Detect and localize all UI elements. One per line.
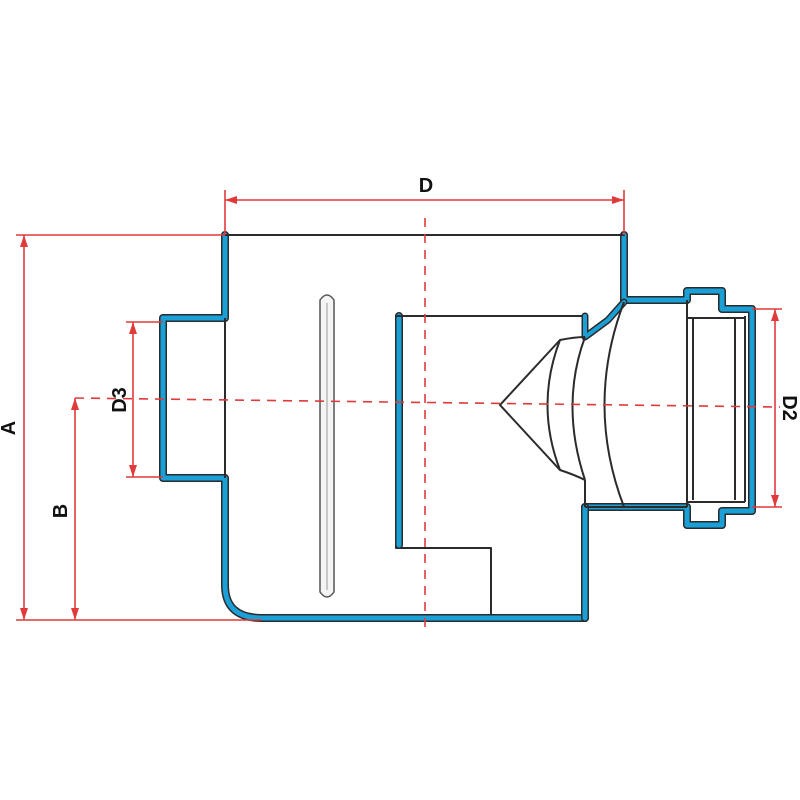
housing-outer-wall (159, 231, 756, 622)
center-lines (74, 218, 781, 630)
label-a: A (0, 421, 20, 435)
label-d3: D3 (109, 387, 131, 413)
horizontal-centerline (74, 397, 781, 408)
label-d: D (419, 175, 433, 197)
body-walls (159, 231, 756, 622)
label-d2: D2 (778, 395, 800, 421)
label-b: B (50, 504, 72, 518)
outlet-socket (686, 300, 746, 507)
outlet-throat-wall (581, 298, 628, 341)
dimension-a (16, 234, 262, 621)
strainer-rod (319, 294, 335, 598)
dimension-lines (16, 190, 782, 621)
dimension-d2 (752, 308, 782, 508)
dimension-labels: D A B D3 D2 (0, 175, 800, 518)
dimension-b (71, 398, 79, 620)
dimension-d (224, 190, 625, 235)
inner-baffle-wall (395, 312, 586, 615)
check-valve-cone (498, 301, 687, 508)
dimension-d3 (126, 321, 163, 478)
